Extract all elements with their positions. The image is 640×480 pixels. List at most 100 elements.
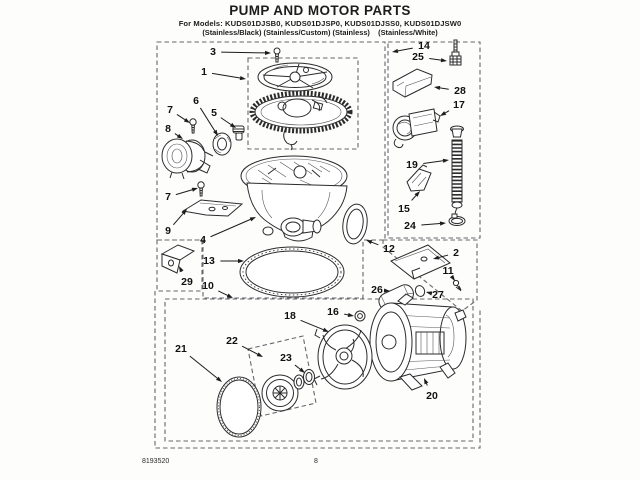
screw-3 (273, 47, 281, 63)
chopper-upper-disc (257, 62, 333, 92)
part-number-label-15: 15 (398, 203, 410, 215)
part-number-label-1: 1 (201, 66, 207, 78)
bracket-15 (406, 164, 432, 192)
part-number-label-27: 27 (432, 289, 444, 301)
chopper-lower-gear-disc (249, 90, 353, 151)
volute-18 (313, 324, 373, 390)
callout-22: 22 (226, 335, 263, 357)
wax-motor-17 (392, 108, 441, 149)
callout-14: 14 (392, 40, 430, 53)
models-line: For Models: KUDS01DJSB0, KUDS01DJSP0, KU… (178, 19, 462, 28)
oring-21 (216, 376, 262, 438)
callout-11: 11 (442, 265, 455, 281)
nut-16 (354, 310, 366, 322)
callout-2: 2 (433, 247, 459, 260)
bracket-29-box (156, 239, 203, 292)
part-number-label-26: 26 (371, 284, 383, 296)
callout-4: 4 (200, 217, 256, 246)
part-number-label-20: 20 (426, 390, 438, 402)
part-number-label-23: 23 (280, 352, 292, 364)
callout-16: 16 (327, 306, 354, 318)
callout-24: 24 (404, 220, 446, 232)
part-number-label-16: 16 (327, 306, 339, 318)
part-number-label-4: 4 (200, 234, 206, 246)
finishes-line: (Stainless/Black) (Stainless/Custom) (St… (202, 28, 438, 37)
part-number-label-2: 2 (453, 247, 459, 259)
part-number-label-28: 28 (454, 85, 466, 97)
part-number-label-7: 7 (167, 104, 173, 116)
grommet-6 (212, 132, 232, 156)
callout-25: 25 (412, 51, 447, 63)
part-number-label-7: 7 (165, 191, 171, 203)
callout-13: 13 (203, 255, 244, 267)
pump-sump-4 (240, 155, 348, 242)
callout-26: 26 (371, 284, 390, 296)
part-number-label-8: 8 (165, 123, 171, 135)
grommet-27 (414, 285, 426, 297)
callout-9: 9 (165, 209, 187, 237)
callout-10: 10 (202, 280, 233, 298)
part-number-label-10: 10 (202, 280, 214, 292)
part-number-label-11: 11 (442, 265, 453, 277)
callout-5: 5 (211, 107, 236, 128)
mount-plate-9 (181, 199, 244, 217)
callout-8: 8 (165, 123, 183, 139)
callout-6: 6 (193, 95, 218, 136)
callout-7: 7 (167, 104, 190, 123)
seal-ring-13 (239, 246, 345, 298)
part-number-label-9: 9 (165, 225, 171, 237)
part-number-label-6: 6 (193, 95, 199, 107)
callout-12: 12 (366, 240, 395, 255)
part-number-label-13: 13 (203, 255, 215, 267)
bracket-28 (392, 68, 433, 98)
part-number-label-19: 19 (406, 159, 418, 171)
cover-2-box (382, 239, 478, 312)
screw-7-upper (189, 118, 197, 134)
callout-19: 19 (406, 158, 449, 171)
part-number-label-17: 17 (453, 99, 465, 111)
motor-assembly-box-10 (164, 298, 474, 442)
callout-23: 23 (280, 352, 305, 373)
callout-29: 29 (179, 266, 193, 288)
part-number-label-25: 25 (412, 51, 424, 63)
drain-hose-19 (450, 125, 464, 216)
hose-clamp-24 (448, 213, 466, 226)
callout-1: 1 (201, 66, 246, 81)
main-assembly-box (156, 41, 386, 299)
pump-cover-2 (390, 244, 451, 280)
part-number-label-18: 18 (284, 310, 296, 322)
callout-28: 28 (434, 85, 466, 97)
motor-20 (369, 293, 467, 391)
part-number-label-14: 14 (418, 40, 430, 52)
outer-lower-outline (154, 291, 481, 449)
part-number-label-24: 24 (404, 220, 416, 232)
fitting-5 (232, 125, 245, 141)
callout-3: 3 (210, 46, 271, 58)
part-number-label-29: 29 (181, 276, 193, 288)
callout-17: 17 (440, 99, 465, 116)
document-number: 8193520 (142, 458, 170, 465)
callout-15: 15 (398, 191, 420, 215)
drain-pump-8 (161, 138, 214, 180)
impeller-seal-kit-22 (261, 369, 315, 412)
part-number-label-3: 3 (210, 46, 216, 58)
chopper-assembly-box (247, 57, 359, 150)
callout-27: 27 (426, 289, 444, 301)
part-number-label-21: 21 (175, 343, 187, 355)
callout-7: 7 (165, 187, 198, 203)
bracket-29 (160, 244, 196, 274)
part-number-label-12: 12 (383, 243, 395, 255)
screw-7-lower (197, 181, 205, 197)
callout-18: 18 (284, 310, 329, 332)
part-number-label-22: 22 (226, 335, 238, 347)
gasket-12 (342, 203, 368, 245)
page-title: PUMP AND MOTOR PARTS (229, 3, 411, 18)
callout-20: 20 (424, 378, 438, 402)
callout-21: 21 (175, 343, 222, 382)
right-parts-box (387, 41, 481, 239)
bolt-25 (449, 39, 462, 66)
page-number: 8 (314, 458, 640, 480)
